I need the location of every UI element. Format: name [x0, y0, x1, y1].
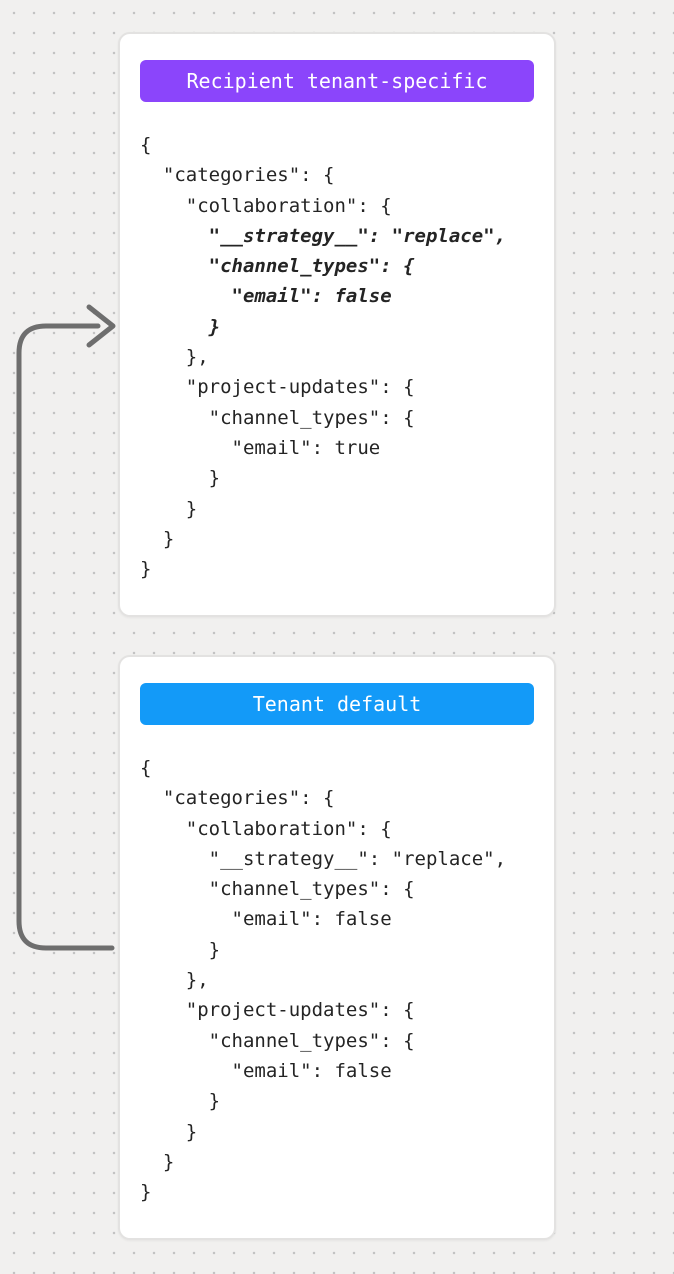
code-line: { — [140, 757, 152, 779]
merge-arrow-line — [16, 323, 115, 951]
code-line: "categories": { — [140, 787, 335, 810]
code-line: "email": false — [140, 1059, 392, 1082]
code-line: "project-updates": { — [140, 376, 415, 399]
code-line: } — [140, 558, 152, 581]
code-line: "email": true — [140, 436, 381, 459]
code-line: } — [140, 938, 221, 961]
code-line: } — [140, 467, 221, 490]
code-line: } — [140, 1181, 152, 1204]
code-line: "channel_types": { — [140, 1029, 415, 1052]
code-line: "channel_types": { — [140, 878, 415, 901]
card-recipient-tenant-specific: Recipient tenant-specific { "categories"… — [118, 32, 556, 617]
code-block-tenant-default: { "categories": { "collaboration": { "__… — [140, 753, 534, 1207]
badge-recipient-tenant-specific: Recipient tenant-specific — [140, 60, 534, 102]
code-line: "collaboration": { — [140, 194, 392, 217]
code-line: "collaboration": { — [140, 817, 392, 840]
badge-tenant-default: Tenant default — [140, 683, 534, 725]
merge-arrow-head — [86, 304, 116, 348]
code-line: } — [140, 1120, 198, 1143]
code-line: } — [140, 1090, 221, 1113]
code-block-recipient-tenant-specific: { "categories": { "collaboration": { "__… — [140, 130, 534, 584]
code-line: "categories": { — [140, 164, 335, 187]
card-tenant-default: Tenant default { "categories": { "collab… — [118, 655, 556, 1240]
code-line: } — [140, 497, 198, 520]
code-line: "__strategy__": "replace", — [140, 847, 507, 870]
code-line: "email": false — [140, 285, 392, 308]
code-line: "__strategy__": "replace", — [140, 224, 507, 247]
code-line: } — [140, 527, 175, 550]
code-line: } — [140, 1150, 175, 1173]
code-line: "email": false — [140, 908, 392, 931]
code-line: "project-updates": { — [140, 999, 415, 1022]
code-line: }, — [140, 346, 209, 369]
code-line: "channel_types": { — [140, 255, 415, 278]
code-line: { — [140, 134, 152, 156]
code-line: "channel_types": { — [140, 406, 415, 429]
code-line: } — [140, 315, 221, 338]
code-line: }, — [140, 969, 209, 992]
